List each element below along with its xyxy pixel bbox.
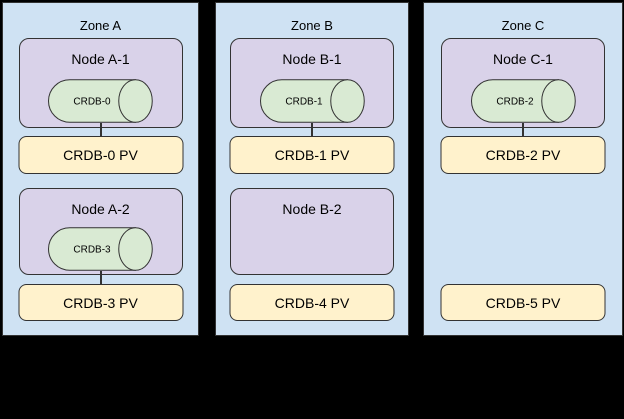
crdb-1-pv: CRDB-1 PV bbox=[229, 136, 395, 174]
node-b-2: Node B-2 bbox=[230, 188, 394, 275]
zone-b: Zone B Node B-1 CRDB-1 CRDB-1 PV Node B-… bbox=[215, 2, 409, 336]
zone-b-title: Zone B bbox=[291, 18, 333, 33]
node-a-2-title: Node A-2 bbox=[71, 201, 130, 217]
crdb-0-pv: CRDB-0 PV bbox=[18, 136, 183, 174]
crdb-3-cylinder: CRDB-3 bbox=[48, 227, 153, 271]
crdb-3-label: CRDB-3 bbox=[73, 245, 111, 256]
crdb-1-pv-label: CRDB-1 PV bbox=[274, 147, 350, 163]
crdb-5-pv: CRDB-5 PV bbox=[440, 284, 606, 321]
crdb-4-pv: CRDB-4 PV bbox=[229, 284, 395, 321]
zone-a-title: Zone A bbox=[79, 18, 122, 33]
connector-crdb-3-to-pv bbox=[99, 271, 102, 285]
node-c-1-title: Node C-1 bbox=[493, 51, 553, 67]
crdb-2-label: CRDB-2 bbox=[496, 97, 534, 108]
crdb-2-cylinder: CRDB-2 bbox=[470, 79, 576, 123]
node-a-1-title: Node A-1 bbox=[71, 51, 130, 67]
node-b-1: Node B-1 CRDB-1 bbox=[230, 38, 394, 128]
node-a-2: Node A-2 CRDB-3 bbox=[18, 188, 183, 275]
crdb-3-pv: CRDB-3 PV bbox=[18, 284, 183, 321]
crdb-0-label: CRDB-0 bbox=[73, 97, 111, 108]
node-b-1-title: Node B-1 bbox=[282, 51, 342, 67]
crdb-1-label: CRDB-1 bbox=[285, 97, 323, 108]
node-b-2-title: Node B-2 bbox=[282, 201, 342, 217]
crdb-4-pv-label: CRDB-4 PV bbox=[274, 294, 350, 311]
zone-a: Zone A Node A-1 CRDB-0 CRDB-0 PV Node A-… bbox=[2, 2, 199, 336]
node-a-1: Node A-1 CRDB-0 bbox=[18, 38, 183, 128]
crdb-0-pv-label: CRDB-0 PV bbox=[63, 147, 138, 163]
crdb-2-pv: CRDB-2 PV bbox=[440, 136, 606, 174]
connector-crdb-0-to-pv bbox=[99, 123, 102, 137]
connector-crdb-1-to-pv bbox=[311, 123, 313, 137]
crdb-5-pv-label: CRDB-5 PV bbox=[485, 294, 561, 311]
zone-c: Zone C Node C-1 CRDB-2 CRDB-2 PV CRDB-5 … bbox=[423, 2, 623, 336]
crdb-3-pv-label: CRDB-3 PV bbox=[63, 294, 138, 311]
crdb-2-pv-label: CRDB-2 PV bbox=[485, 147, 561, 163]
node-c-1: Node C-1 CRDB-2 bbox=[441, 38, 605, 128]
crdb-1-cylinder: CRDB-1 bbox=[259, 79, 365, 123]
zone-c-title: Zone C bbox=[501, 18, 545, 33]
connector-crdb-2-to-pv bbox=[522, 123, 524, 137]
crdb-0-cylinder: CRDB-0 bbox=[48, 79, 153, 123]
